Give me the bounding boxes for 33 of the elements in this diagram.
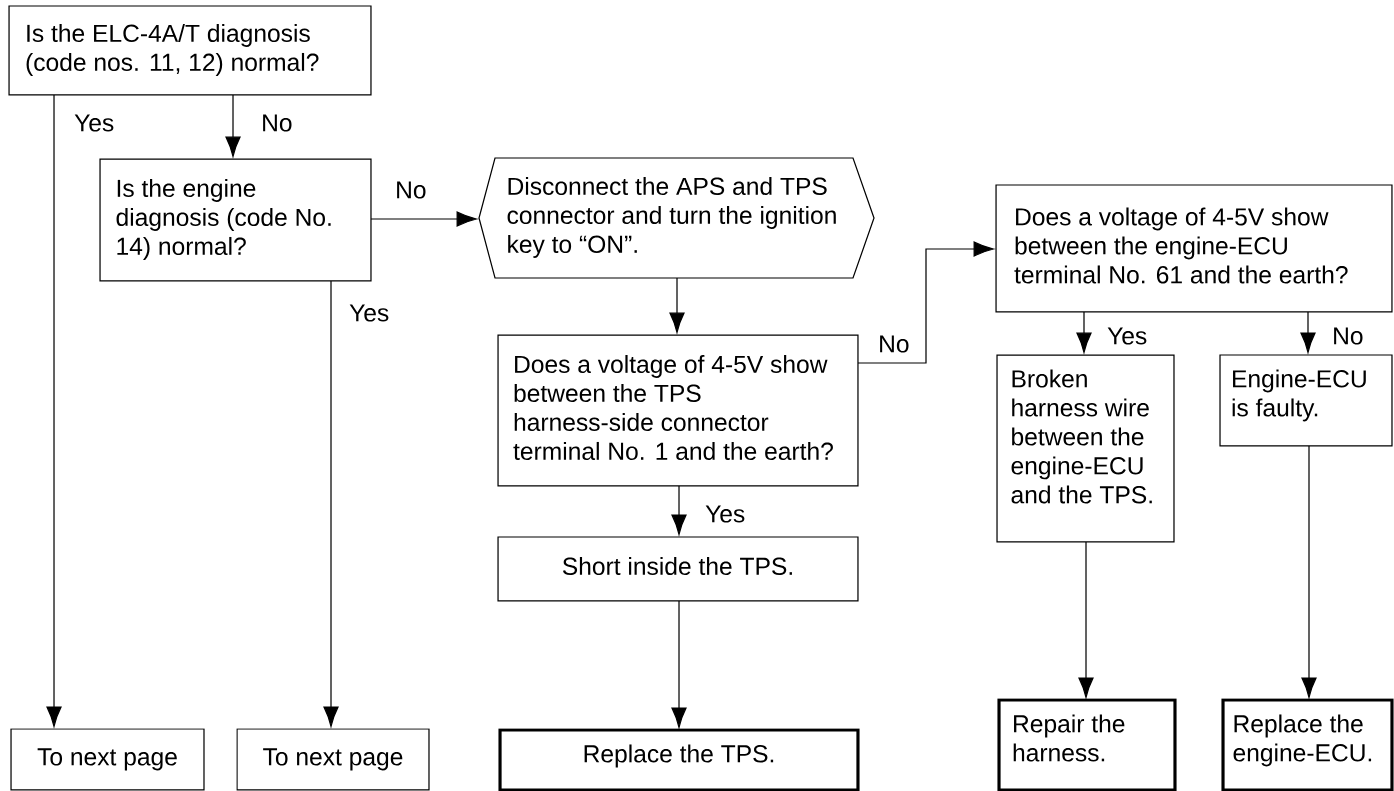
edge-label: No [876,333,912,355]
result-box: Engine-ECU is faulty. [1219,354,1393,447]
arrow [46,94,62,727]
edge-label: Yes [1105,325,1149,347]
arrow [370,211,477,227]
edge-label: Yes [347,302,391,324]
action-box: Replace the TPS. [498,728,860,791]
process-box: Disconnect the APS and TPS connector and turn the ignition key to “ON”. [478,157,875,279]
result-box: Short inside the TPS. [497,536,859,602]
result-box: Broken harness wire between the engine-ECU and the TPS. [996,354,1175,543]
arrow [225,94,241,157]
arrow [1078,541,1094,698]
edge-label: No [393,179,429,201]
arrow [1300,311,1316,353]
decision-box: Is the ELC-4A/T diagnosis (code nos. 11, 12) normal? [8,5,372,96]
decision-box: Does a voltage of 4-5V show between the engine-ECU terminal No. 61 and the earth? [995,184,1393,313]
page-reference-box: To next page [236,728,430,791]
arrow [669,277,685,333]
action-box: Repair the harness. [997,698,1177,791]
edge-label: No [259,112,295,134]
arrow [1076,311,1092,353]
arrow [671,600,687,728]
page-reference-box: To next page [10,728,205,791]
edge-label: Yes [703,503,747,525]
decision-box: Is the engine diagnosis (code No. 14) normal? [99,158,372,282]
edge-label: Yes [72,112,116,134]
arrow [671,485,687,535]
decision-box: Does a voltage of 4-5V show between the TPS harness-side connector terminal No. 1 and the earth? [497,334,859,487]
edge-label: No [1330,325,1366,347]
action-box: Replace the engine-ECU. [1221,698,1394,791]
arrow [323,280,339,727]
arrow [1301,445,1317,698]
arrow [857,241,994,364]
